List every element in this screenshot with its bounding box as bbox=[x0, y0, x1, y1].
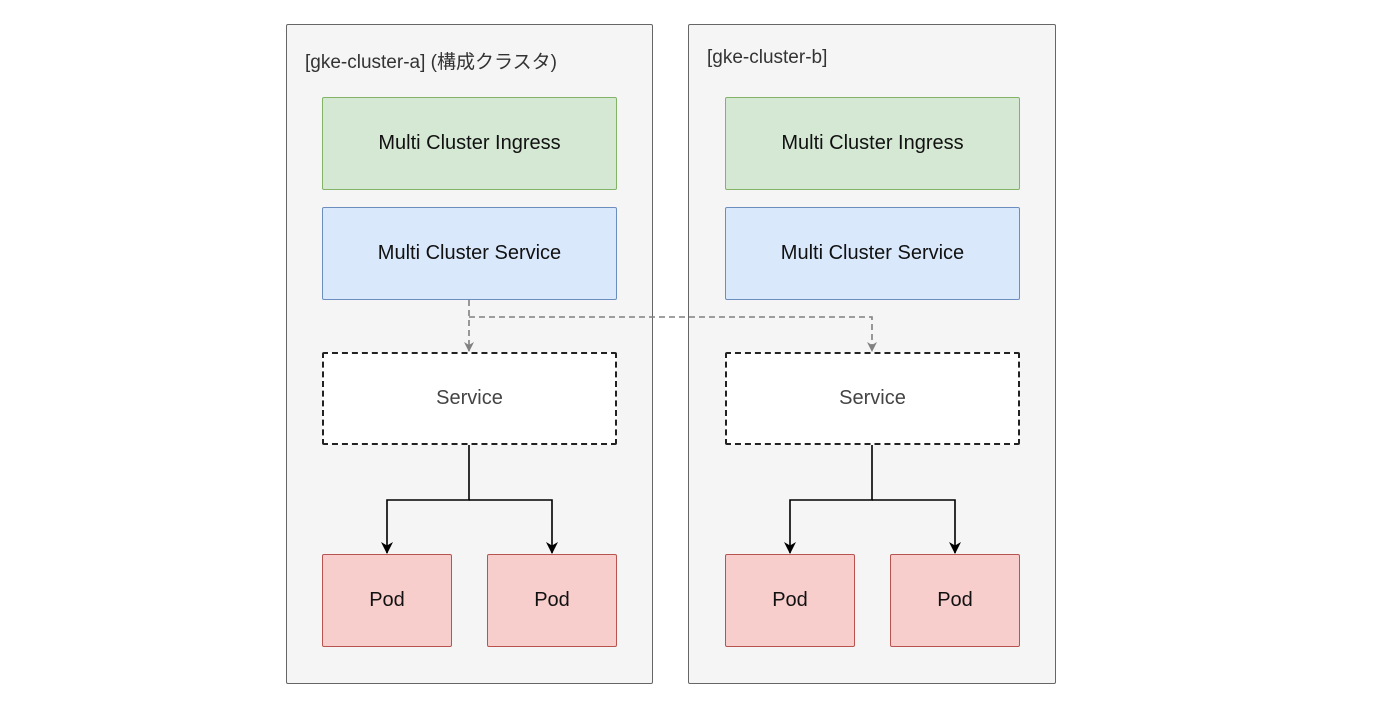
cluster-b-pod-1[interactable]: Pod bbox=[725, 554, 855, 647]
cluster-a-pod-2[interactable]: Pod bbox=[487, 554, 617, 647]
cluster-a-pod-1[interactable]: Pod bbox=[322, 554, 452, 647]
cluster-b-multi-cluster-ingress[interactable]: Multi Cluster Ingress bbox=[725, 97, 1020, 190]
cluster-b-pod-2[interactable]: Pod bbox=[890, 554, 1020, 647]
cluster-b-label: [gke-cluster-b] bbox=[707, 47, 828, 68]
cluster-b-ingress-label: Multi Cluster Ingress bbox=[781, 132, 964, 154]
cluster-a-multi-cluster-ingress[interactable]: Multi Cluster Ingress bbox=[322, 97, 617, 190]
cluster-a-ingress-label: Multi Cluster Ingress bbox=[378, 132, 561, 154]
cluster-b-pod-1-label: Pod bbox=[772, 589, 808, 611]
cluster-a-multi-cluster-service[interactable]: Multi Cluster Service bbox=[322, 207, 617, 300]
cluster-b-mcs-label: Multi Cluster Service bbox=[780, 242, 965, 264]
cluster-a-pod-2-label: Pod bbox=[534, 589, 570, 611]
cluster-a-label: [gke-cluster-a] (構成クラスタ) bbox=[305, 52, 557, 73]
cluster-a-mcs-label: Multi Cluster Service bbox=[377, 242, 562, 264]
cluster-b-service[interactable]: Service bbox=[725, 352, 1020, 445]
cluster-a-service-label: Service bbox=[436, 387, 503, 409]
cluster-b-multi-cluster-service[interactable]: Multi Cluster Service bbox=[725, 207, 1020, 300]
cluster-a-pod-1-label: Pod bbox=[369, 589, 405, 611]
cluster-a-service[interactable]: Service bbox=[322, 352, 617, 445]
cluster-b-pod-2-label: Pod bbox=[937, 589, 973, 611]
cluster-b-service-label: Service bbox=[839, 387, 906, 409]
